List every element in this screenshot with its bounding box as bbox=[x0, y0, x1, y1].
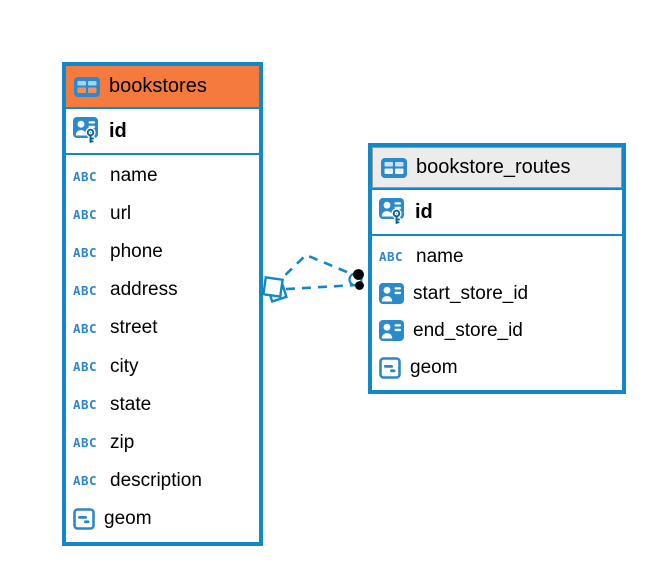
column-name: url bbox=[110, 203, 132, 225]
reference-type-icon bbox=[379, 283, 404, 304]
column-name: street bbox=[110, 317, 158, 339]
column-name: address bbox=[110, 279, 178, 301]
text-type-icon: ABC bbox=[379, 249, 404, 264]
column-name: zip bbox=[110, 431, 135, 453]
primary-key-icon bbox=[73, 117, 100, 145]
column-row[interactable]: ABC street bbox=[66, 309, 259, 347]
column-row-id[interactable]: id bbox=[372, 190, 622, 234]
reference-type-icon bbox=[379, 320, 404, 341]
table-bookstores[interactable]: bookstores bbox=[62, 62, 263, 546]
column-row[interactable]: geom bbox=[66, 500, 259, 538]
header-separator bbox=[66, 107, 259, 109]
table-icon bbox=[381, 157, 407, 178]
column-name: phone bbox=[110, 241, 163, 263]
column-name: geom bbox=[104, 507, 152, 529]
table-name: bookstore_routes bbox=[416, 156, 571, 178]
text-type-icon: ABC bbox=[73, 359, 98, 375]
column-name: name bbox=[110, 165, 158, 187]
one-end-dot-marker[interactable] bbox=[348, 269, 364, 290]
many-end-diamond-marker[interactable] bbox=[262, 276, 288, 303]
table-header-bookstores[interactable]: bookstores bbox=[66, 66, 259, 107]
column-name: geom bbox=[410, 356, 458, 378]
column-list: ABC name ABC url ABC phone ABC address A… bbox=[66, 155, 259, 542]
table-name: bookstores bbox=[109, 75, 207, 97]
geometry-type-icon bbox=[73, 508, 95, 530]
column-row[interactable]: ABC city bbox=[66, 347, 259, 385]
header-separator bbox=[372, 188, 622, 190]
column-row[interactable]: start_store_id bbox=[372, 275, 622, 312]
table-header-bookstore-routes[interactable]: bookstore_routes bbox=[372, 147, 622, 188]
column-name: state bbox=[110, 393, 152, 415]
table-icon bbox=[74, 76, 100, 97]
column-name: end_store_id bbox=[413, 319, 523, 341]
text-type-icon: ABC bbox=[73, 320, 98, 336]
text-type-icon: ABC bbox=[73, 206, 98, 222]
pk-separator bbox=[372, 234, 622, 236]
column-name: city bbox=[110, 355, 139, 377]
column-row[interactable]: ABC name bbox=[372, 238, 622, 275]
column-row-id[interactable]: id bbox=[66, 109, 259, 153]
key-glyph bbox=[85, 127, 96, 145]
pk-column-name: id bbox=[109, 119, 127, 142]
pk-column-name: id bbox=[415, 200, 433, 223]
column-row[interactable]: end_store_id bbox=[372, 312, 622, 349]
column-name: description bbox=[110, 469, 202, 491]
primary-key-icon bbox=[379, 198, 406, 226]
key-glyph bbox=[391, 208, 402, 226]
text-type-icon: ABC bbox=[73, 473, 98, 489]
column-name: name bbox=[416, 245, 464, 267]
text-type-icon: ABC bbox=[73, 282, 98, 298]
column-row[interactable]: ABC address bbox=[66, 271, 259, 309]
column-row[interactable]: ABC name bbox=[66, 157, 259, 195]
text-type-icon: ABC bbox=[73, 168, 98, 184]
pk-separator bbox=[66, 153, 259, 155]
relationship-line-end-store[interactable] bbox=[269, 283, 357, 292]
relationship-line-start-store[interactable] bbox=[273, 253, 355, 287]
column-row[interactable]: ABC zip bbox=[66, 424, 259, 462]
column-row[interactable]: ABC state bbox=[66, 386, 259, 424]
column-row[interactable]: geom bbox=[372, 349, 622, 386]
table-bookstore-routes[interactable]: bookstore_routes bbox=[368, 143, 626, 394]
column-list: ABC name start_store_id bbox=[372, 236, 622, 390]
text-type-icon: ABC bbox=[73, 397, 98, 413]
text-type-icon: ABC bbox=[73, 244, 98, 260]
column-row[interactable]: ABC phone bbox=[66, 233, 259, 271]
text-type-icon: ABC bbox=[73, 435, 98, 451]
column-row[interactable]: ABC url bbox=[66, 195, 259, 233]
column-row[interactable]: ABC description bbox=[66, 462, 259, 500]
geometry-type-icon bbox=[379, 356, 401, 379]
column-name: start_store_id bbox=[413, 282, 529, 304]
